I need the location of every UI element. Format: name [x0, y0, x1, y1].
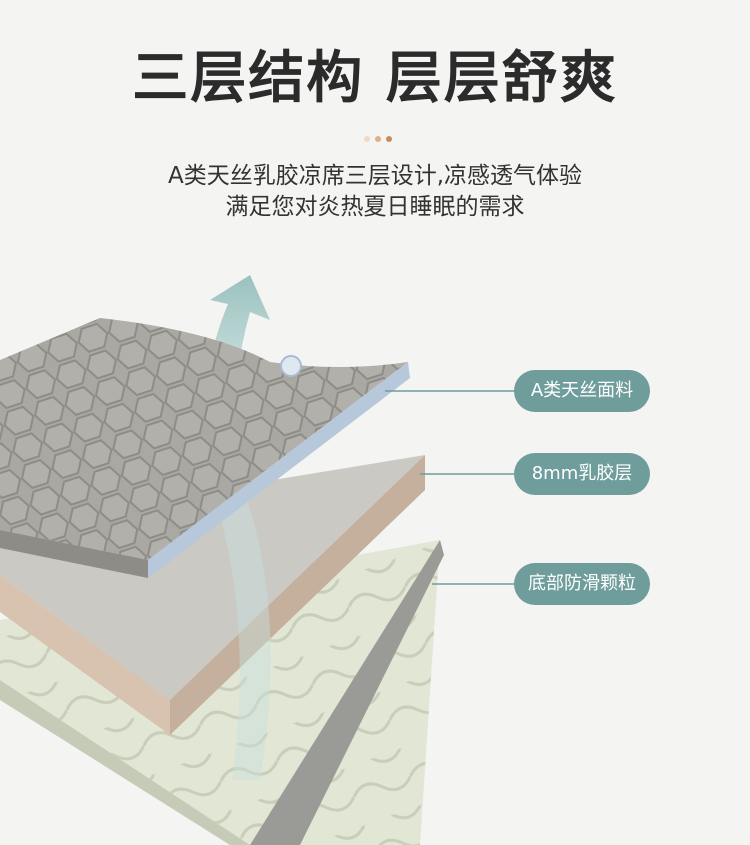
layer-label-fabric: A类天丝面料: [514, 370, 650, 412]
dot-icon: [375, 136, 381, 142]
page-title: 三层结构 层层舒爽: [132, 46, 618, 111]
decorative-dots: [364, 136, 394, 144]
mattress-layers-illustration: [0, 275, 514, 845]
top-fabric-layer: [0, 318, 410, 578]
dot-icon: [364, 136, 370, 142]
water-drop-icon: [280, 355, 302, 377]
subtitle-line-2: 满足您对炎热夏日睡眠的需求: [225, 194, 525, 220]
layer-label-bottom: 底部防滑颗粒: [514, 563, 650, 605]
dot-icon: [386, 136, 392, 142]
layer-label-latex: 8mm乳胶层: [514, 453, 650, 495]
subtitle-line-1: A类天丝乳胶凉席三层设计,凉感透气体验: [167, 163, 583, 189]
